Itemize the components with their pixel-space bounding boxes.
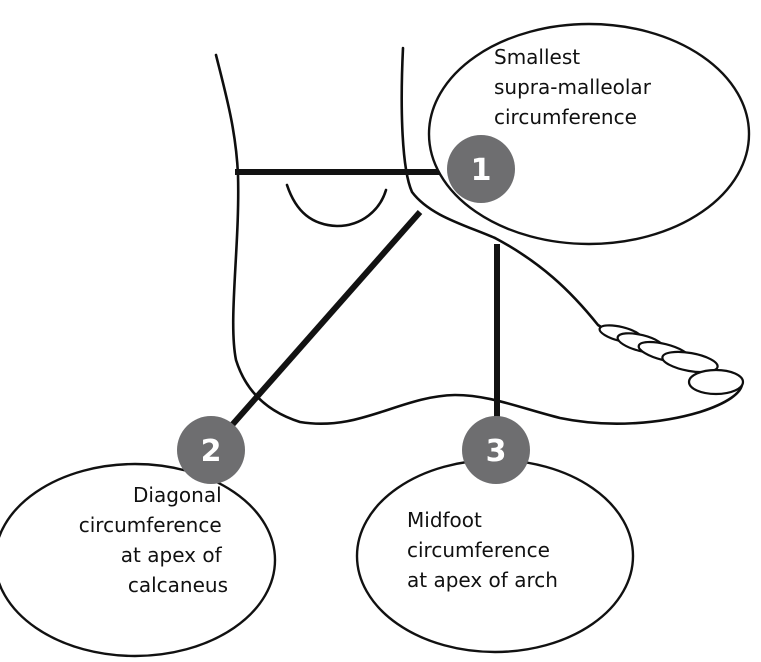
toes [598, 324, 745, 396]
callout-1-line-1: Smallest [494, 45, 580, 69]
big-toe [687, 368, 745, 396]
callout-label-3: Midfoot circumference at apex of arch [407, 508, 558, 592]
callout-1-line-3: circumference [494, 105, 637, 129]
toe-4 [661, 350, 719, 374]
callout-bubble-2 [0, 462, 277, 658]
callout-3-line-2: circumference [407, 538, 550, 562]
callout-2-line-1: Diagonal [133, 483, 222, 507]
callout-3-line-3: at apex of arch [407, 568, 558, 592]
badge-2-number: 2 [201, 434, 222, 469]
badge-2-circle [177, 416, 245, 484]
badge-3-number: 3 [486, 434, 507, 469]
measurement-lines [207, 169, 500, 452]
callout-bubble-1 [427, 22, 751, 246]
callout-label-2: Diagonal circumference at apex of calcan… [79, 483, 228, 597]
foot-outline [214, 46, 745, 426]
leg-back-outline [214, 53, 744, 426]
badge-1: 1 [447, 135, 515, 203]
callout-2-line-3: at apex of [121, 543, 223, 567]
callout-2-line-2: circumference [79, 513, 222, 537]
badge-1-circle [447, 135, 515, 203]
callout-label-1: Smallest supra-malleolar circumference [494, 45, 657, 129]
badge-1-number: 1 [471, 153, 492, 188]
callout-1-line-2: supra-malleolar [494, 75, 652, 99]
callout-3-line-1: Midfoot [407, 508, 482, 532]
callout-2-line-4: calcaneus [128, 573, 228, 597]
badge-3: 3 [462, 416, 530, 484]
measure-line-2 [207, 210, 423, 452]
badge-2: 2 [177, 416, 245, 484]
ankle-bone-outline [285, 183, 388, 228]
badge-3-circle [462, 416, 530, 484]
